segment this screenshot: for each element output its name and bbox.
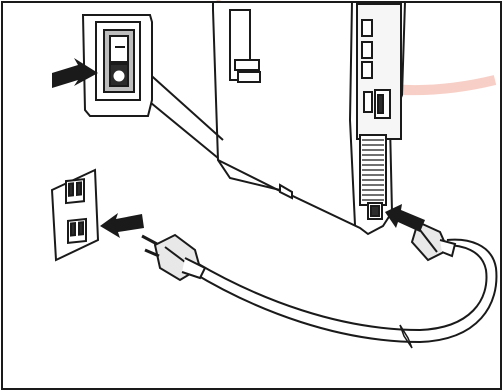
arrow-to-outlet [100, 213, 144, 238]
vent-grille [359, 134, 387, 206]
power-inlet [367, 202, 383, 220]
arrow-to-inlet [385, 204, 425, 232]
wall-outlet [50, 168, 100, 262]
power-switch-callout [81, 14, 224, 159]
arrow-to-switch [52, 58, 98, 88]
wall-plug [141, 233, 207, 282]
cord-break [399, 324, 413, 349]
power-cord [191, 238, 498, 344]
printer-rear-panel [212, 1, 407, 236]
appliance-connector [410, 220, 457, 262]
